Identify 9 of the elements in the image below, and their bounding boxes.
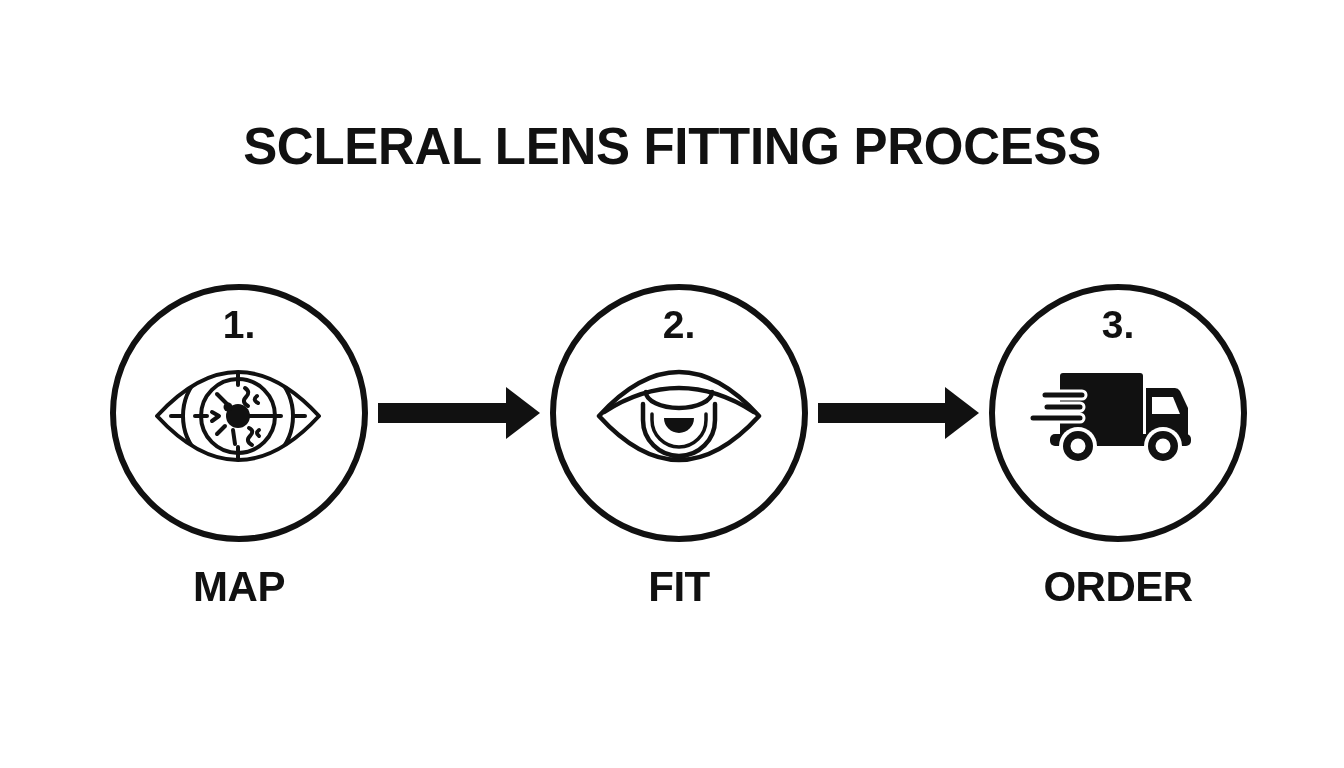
arrow [378, 387, 540, 439]
step-number: 3. [1101, 305, 1135, 344]
arrow [818, 387, 979, 439]
step-number: 2. [662, 305, 696, 344]
step-label: MAP [193, 566, 285, 608]
diagram-title: SCLERAL LENS FITTING PROCESS [243, 121, 1101, 172]
step-number: 1. [222, 305, 256, 344]
step-label: ORDER [1043, 566, 1193, 608]
step-label: FIT [648, 566, 710, 608]
